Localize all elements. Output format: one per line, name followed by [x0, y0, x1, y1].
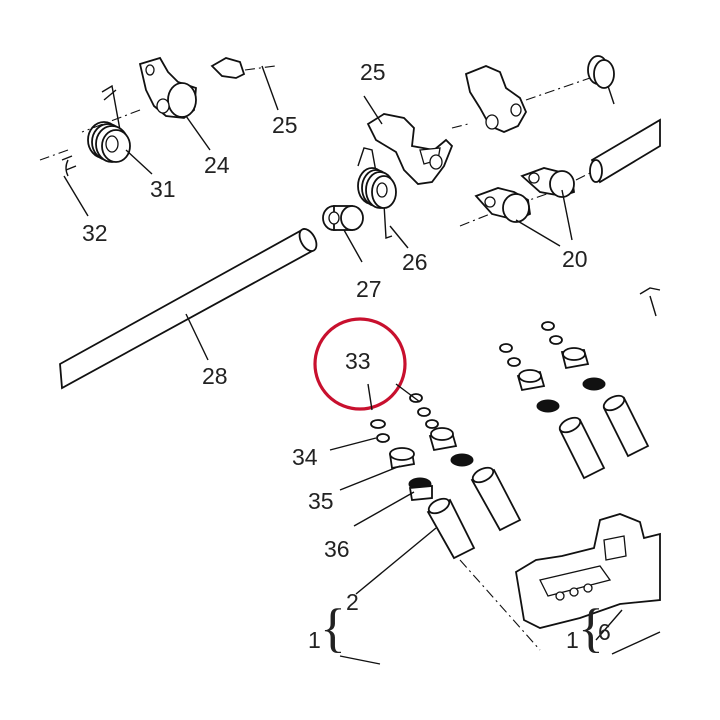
- callout-2: 2: [346, 589, 359, 615]
- callout-25: 25: [272, 112, 298, 138]
- rocker-shaft-28: [59, 228, 318, 390]
- brace-left: {: [320, 598, 346, 658]
- callout-32: 32: [82, 220, 108, 246]
- leader-lines: [63, 65, 661, 665]
- callout-24: 24: [204, 152, 230, 178]
- callout-33: 33: [345, 348, 371, 374]
- collar-27: [322, 205, 364, 231]
- rocker-arm-25-top-left: [210, 57, 276, 79]
- highlight-circle: [313, 317, 407, 411]
- partial-part-far-right: [639, 287, 661, 317]
- torsion-spring-31: [87, 84, 131, 163]
- callout-labels: 25 25 24 31 32 26 27 20 28 33 34 35 36 2…: [82, 59, 611, 653]
- callout-36: 36: [324, 536, 350, 562]
- lifter-stack-back-left: [499, 343, 606, 480]
- torsion-spring-26: [357, 147, 397, 239]
- brace-right: {: [578, 598, 604, 658]
- shaft-stub-right: [589, 118, 661, 184]
- torsion-spring-top-right: [587, 55, 615, 105]
- axis-line-lifter: [459, 559, 541, 651]
- axis-line-top-right: [451, 77, 591, 129]
- callout-1: 1: [566, 627, 579, 653]
- callout-25: 25: [360, 59, 386, 85]
- callout-26: 26: [402, 249, 428, 275]
- rocker-arm-20-lower: [474, 187, 531, 223]
- callout-27: 27: [356, 276, 382, 302]
- lifter-stack-back-right: [541, 321, 650, 458]
- lifter-stack-front-left: [370, 419, 476, 560]
- callout-28: 28: [202, 363, 228, 389]
- callout-6: 6: [598, 619, 611, 645]
- pin-32: [61, 155, 77, 177]
- lever-24: [138, 56, 197, 119]
- lifter-stack-front-right: [409, 393, 522, 532]
- callout-1: 1: [308, 627, 321, 653]
- axis-line-top-left: [39, 109, 141, 161]
- callout-35: 35: [308, 488, 334, 514]
- callout-31: 31: [150, 176, 176, 202]
- rocker-arm-20-upper: [520, 167, 575, 198]
- callout-20: 20: [562, 246, 588, 272]
- callout-34: 34: [292, 444, 318, 470]
- cylinder-head-block-6: [515, 513, 661, 629]
- rocker-arm-25-top-right: [464, 65, 528, 133]
- rocker-arm-25: [366, 113, 454, 185]
